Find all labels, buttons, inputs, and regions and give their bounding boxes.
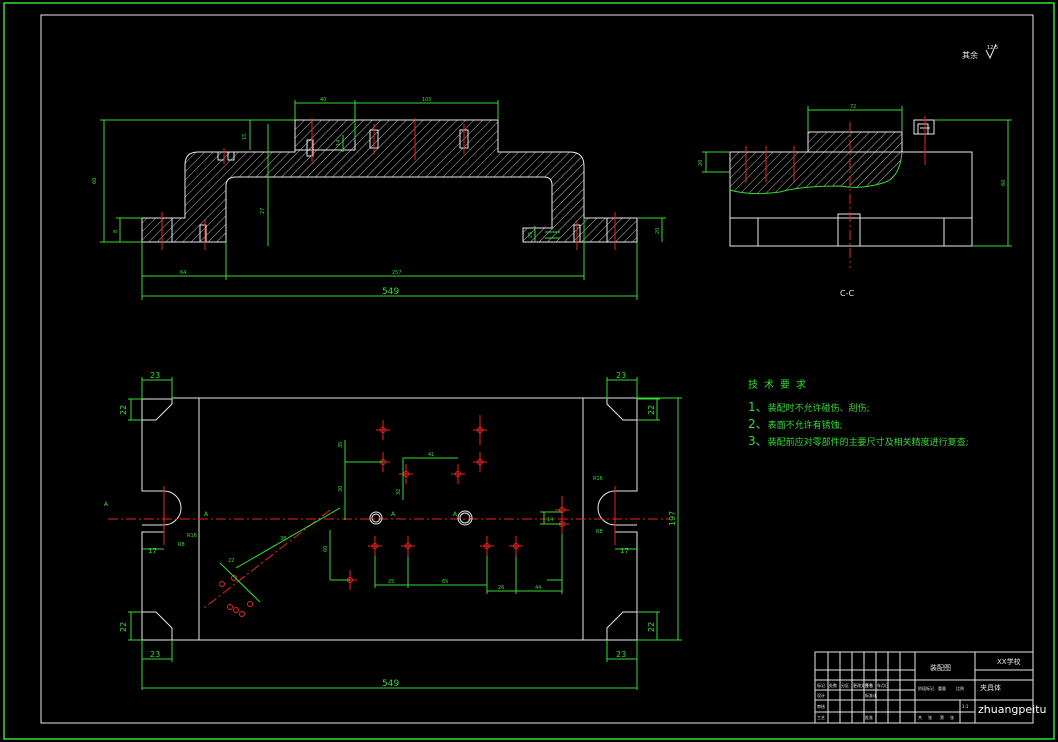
svg-text:100: 100 bbox=[422, 97, 432, 103]
svg-text:A: A bbox=[453, 511, 458, 518]
inner-frame bbox=[40, 14, 1034, 724]
svg-text:A: A bbox=[104, 501, 109, 508]
svg-text:197: 197 bbox=[668, 511, 677, 526]
svg-text:分区: 分区 bbox=[841, 682, 849, 688]
plan-view: 23 22 23 22 22 23 22 23 197 549 17 17 R8… bbox=[104, 371, 682, 690]
svg-text:第: 第 bbox=[940, 714, 944, 720]
svg-text:签名: 签名 bbox=[865, 682, 873, 688]
svg-text:1:1: 1:1 bbox=[962, 704, 969, 709]
svg-text:25: 25 bbox=[388, 579, 394, 585]
svg-text:23: 23 bbox=[150, 650, 160, 659]
svg-text:重量: 重量 bbox=[938, 685, 946, 691]
tech-notes-title: 技术要求 bbox=[748, 380, 812, 391]
svg-text:R8: R8 bbox=[596, 529, 603, 535]
svg-text:22: 22 bbox=[647, 405, 656, 415]
svg-text:R16: R16 bbox=[593, 476, 603, 482]
svg-text:32: 32 bbox=[396, 489, 402, 495]
svg-text:共: 共 bbox=[918, 714, 922, 720]
svg-text:14: 14 bbox=[547, 517, 553, 523]
svg-text:72: 72 bbox=[850, 104, 856, 110]
tech-note-2: 2、表面不允许有锈蚀; bbox=[748, 415, 843, 432]
svg-text:22: 22 bbox=[228, 558, 234, 564]
svg-text:40: 40 bbox=[320, 97, 326, 103]
tech-note-1-text: 装配时不允许碰伤、刮伤; bbox=[767, 404, 870, 414]
svg-text:12.5: 12.5 bbox=[987, 45, 998, 51]
svg-text:A: A bbox=[204, 511, 209, 518]
svg-text:27: 27 bbox=[260, 208, 266, 214]
svg-text:17: 17 bbox=[148, 547, 157, 555]
svg-text:批准: 批准 bbox=[865, 714, 873, 720]
svg-text:工艺: 工艺 bbox=[817, 715, 825, 720]
svg-text:23: 23 bbox=[150, 371, 160, 380]
tech-note-3-num: 3、 bbox=[748, 434, 768, 448]
svg-text:38: 38 bbox=[280, 536, 286, 542]
svg-text:A: A bbox=[391, 511, 396, 518]
svg-text:41: 41 bbox=[428, 452, 434, 458]
svg-text:64: 64 bbox=[180, 270, 186, 276]
svg-text:设计: 设计 bbox=[817, 692, 825, 698]
svg-text:装配图: 装配图 bbox=[930, 663, 951, 672]
svg-text:更改文件号: 更改文件号 bbox=[853, 682, 873, 688]
tech-note-1-num: 1、 bbox=[748, 400, 768, 414]
svg-text:R16: R16 bbox=[187, 533, 197, 539]
tech-note-1: 1、装配时不允许碰伤、刮伤; bbox=[748, 398, 870, 415]
svg-text:17: 17 bbox=[620, 547, 629, 555]
svg-text:处数: 处数 bbox=[829, 682, 837, 688]
svg-text:257: 257 bbox=[392, 270, 402, 276]
tech-note-2-text: 表面不允许有锈蚀; bbox=[767, 421, 843, 431]
svg-text:549: 549 bbox=[382, 287, 399, 297]
tech-note-2-num: 2、 bbox=[748, 417, 768, 431]
svg-text:比例: 比例 bbox=[956, 685, 964, 691]
svg-text:44: 44 bbox=[535, 585, 541, 591]
svg-text:R8: R8 bbox=[178, 542, 185, 548]
svg-text:阶段标记: 阶段标记 bbox=[918, 685, 934, 691]
svg-text:张: 张 bbox=[928, 714, 932, 720]
outer-border bbox=[3, 2, 1055, 740]
svg-text:23: 23 bbox=[616, 650, 626, 659]
svg-text:其余: 其余 bbox=[962, 50, 978, 60]
svg-text:XX学校: XX学校 bbox=[997, 657, 1021, 666]
svg-text:26: 26 bbox=[498, 585, 504, 591]
side-section-view: 72 60 20 C-C bbox=[698, 104, 1012, 298]
svg-text:60: 60 bbox=[1001, 180, 1007, 186]
svg-text:25: 25 bbox=[528, 232, 534, 238]
watermark: zhuangpeitu bbox=[978, 703, 1047, 716]
svg-text:65: 65 bbox=[442, 579, 448, 585]
svg-text:审核: 审核 bbox=[817, 703, 825, 709]
svg-text:22: 22 bbox=[119, 405, 128, 415]
svg-text:夹具体: 夹具体 bbox=[980, 683, 1001, 692]
svg-text:30: 30 bbox=[338, 486, 344, 492]
svg-text:15: 15 bbox=[242, 134, 248, 140]
svg-text:35: 35 bbox=[338, 442, 344, 448]
tech-note-3: 3、装配前应对零部件的主要尺寸及相关精度进行复查; bbox=[748, 432, 969, 449]
title-block: 装配图 夹具体 XX学校 1:1 标记 处数 分区 更改文件号 签名 年月日 设… bbox=[814, 651, 1034, 724]
svg-text:标准化: 标准化 bbox=[865, 692, 877, 698]
front-section-view: 60 8 40 100 27 15 14 64 257 549 20 25 bbox=[92, 97, 666, 300]
svg-text:22: 22 bbox=[647, 622, 656, 632]
front-body-hatch bbox=[142, 120, 637, 242]
svg-text:22: 22 bbox=[119, 622, 128, 632]
svg-text:23: 23 bbox=[616, 371, 626, 380]
svg-text:14: 14 bbox=[336, 140, 342, 146]
section-label: C-C bbox=[840, 289, 854, 298]
tech-note-3-text: 装配前应对零部件的主要尺寸及相关精度进行复查; bbox=[767, 438, 969, 448]
svg-text:年月日: 年月日 bbox=[877, 682, 889, 688]
svg-text:张: 张 bbox=[950, 714, 954, 720]
svg-text:20: 20 bbox=[655, 228, 661, 234]
svg-text:标记: 标记 bbox=[817, 682, 825, 688]
svg-text:549: 549 bbox=[382, 679, 399, 689]
svg-text:60: 60 bbox=[323, 546, 329, 552]
svg-text:20: 20 bbox=[698, 160, 704, 166]
svg-text:8: 8 bbox=[113, 230, 119, 233]
surface-finish-symbol: 其余 12.5 bbox=[962, 43, 998, 60]
svg-text:60: 60 bbox=[92, 178, 98, 184]
